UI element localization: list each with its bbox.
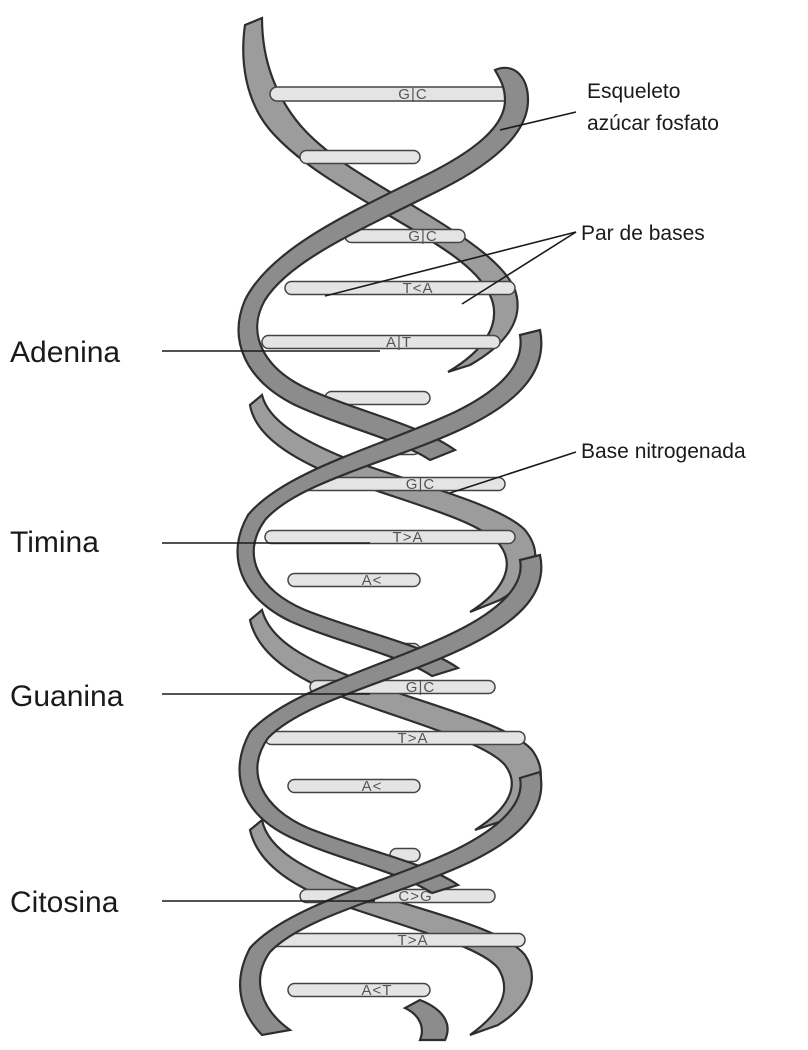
label-citosina: Citosina: [10, 886, 119, 919]
label-timina: Timina: [10, 526, 99, 559]
base-pair-label: A<: [362, 778, 383, 795]
base-pair-rung: [288, 984, 430, 997]
base-pair-rung: [288, 574, 420, 587]
base-pair-label: G|C: [408, 228, 437, 245]
base-pair-label: T>A: [398, 932, 429, 949]
base-pair-rung: [265, 934, 525, 947]
base-pair-label: A|T: [386, 334, 412, 351]
label-backbone-line1: Esqueleto: [587, 80, 680, 103]
label-nitrogen-base: Base nitrogenada: [581, 440, 746, 463]
base-pair-label: T>A: [398, 730, 429, 747]
front-strand-tail: [405, 1000, 448, 1040]
base-pair-label: G|C: [406, 679, 435, 696]
label-backbone-line2: azúcar fosfato: [587, 112, 719, 135]
helix-front-strand: [238, 68, 542, 1040]
right-labels: Esqueleto azúcar fosfato Par de bases Ba…: [581, 80, 746, 463]
base-pair-rung: [300, 151, 420, 164]
label-base-pair: Par de bases: [581, 222, 705, 245]
base-pair-label: G|C: [398, 86, 427, 103]
base-pair-label: T>A: [393, 529, 424, 546]
base-pair-label: A<: [362, 572, 383, 589]
base-pair-label: T<A: [403, 280, 434, 297]
base-pair-rung: [265, 732, 525, 745]
label-guanina: Guanina: [10, 680, 124, 713]
base-pair-label: A<T: [362, 982, 393, 999]
base-pair-rung: [265, 531, 515, 544]
label-adenina: Adenina: [10, 336, 120, 369]
base-pair-rung: [345, 230, 465, 243]
base-pair-rung: [270, 87, 520, 101]
base-pair-rung: [262, 336, 500, 349]
leader-nitrogen-base: [450, 452, 576, 493]
base-pair-label: G|C: [406, 476, 435, 493]
left-labels: Adenina Timina Guanina Citosina: [10, 336, 124, 919]
base-pair-rung: [288, 780, 420, 793]
back-strand-segment-1: [243, 18, 517, 372]
